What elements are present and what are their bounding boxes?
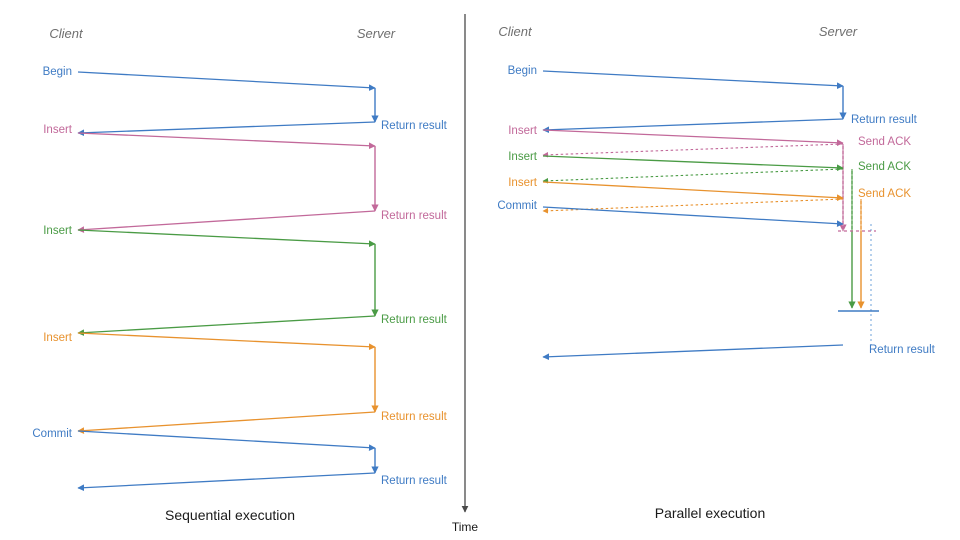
seq-insert-3-return-arrow: [77, 411, 376, 434]
panel-parallel-client-header: Client: [498, 24, 533, 39]
par-insert-3-label: Insert: [508, 177, 538, 189]
par-commit-label: Commit: [497, 200, 537, 212]
par-ack-2-arrow: [542, 168, 844, 184]
seq-insert-2-return-label: Return result: [381, 314, 448, 326]
seq-insert-1-arrow: [77, 132, 376, 150]
par-begin-arrow: [542, 70, 844, 90]
par-insert-1-label: Insert: [508, 125, 538, 137]
seq-insert-1-return-label: Return result: [381, 210, 448, 222]
seq-commit-return-arrow: [77, 472, 376, 492]
seq-insert-1-label: Insert: [43, 124, 73, 136]
time-axis-layer: Time: [452, 14, 479, 534]
time-axis-label: Time: [452, 520, 479, 534]
seq-insert-3-return-label: Return result: [381, 411, 448, 423]
seq-insert-2-return-arrow: [77, 315, 376, 337]
panel-parallel-caption: Parallel execution: [655, 505, 766, 521]
par-insert-1-arrow: [542, 129, 844, 147]
seq-begin-return-arrow: [77, 121, 376, 137]
seq-insert-2-arrow: [77, 229, 376, 248]
panel-sequential-client-header: Client: [49, 26, 84, 41]
par-ack-2-label: Send ACK: [858, 161, 911, 173]
par-begin-label: Begin: [508, 65, 537, 77]
panel-sequential-caption: Sequential execution: [165, 507, 295, 523]
seq-begin-return-label: Return result: [381, 120, 448, 132]
par-final-return-arrow: [542, 344, 844, 361]
par-ack-1-label: Send ACK: [858, 136, 911, 148]
seq-commit-label: Commit: [32, 428, 72, 440]
par-commit-arrow: [542, 206, 844, 228]
par-final-return-label: Return result: [869, 344, 936, 356]
par-ack-1-arrow: [542, 143, 844, 158]
seq-insert-3-arrow: [77, 332, 376, 351]
seq-insert-2-label: Insert: [43, 225, 73, 237]
seq-commit-return-label: Return result: [381, 475, 448, 487]
par-insert-3-arrow: [542, 181, 844, 202]
par-ack-3-arrow: [542, 198, 844, 214]
seq-begin-arrow: [77, 71, 376, 92]
panel-sequential-server-header: Server: [357, 26, 396, 41]
seq-insert-3-label: Insert: [43, 332, 73, 344]
seq-begin-label: Begin: [43, 66, 72, 78]
par-ack-3-label: Send ACK: [858, 188, 911, 200]
seq-commit-arrow: [77, 430, 376, 452]
par-insert-2-arrow: [542, 155, 844, 172]
par-insert-2-label: Insert: [508, 151, 538, 163]
par-begin-return-label: Return result: [851, 114, 918, 126]
panel-parallel-server-header: Server: [819, 24, 858, 39]
par-begin-return-arrow: [542, 118, 844, 134]
seq-insert-1-return-arrow: [77, 210, 376, 233]
